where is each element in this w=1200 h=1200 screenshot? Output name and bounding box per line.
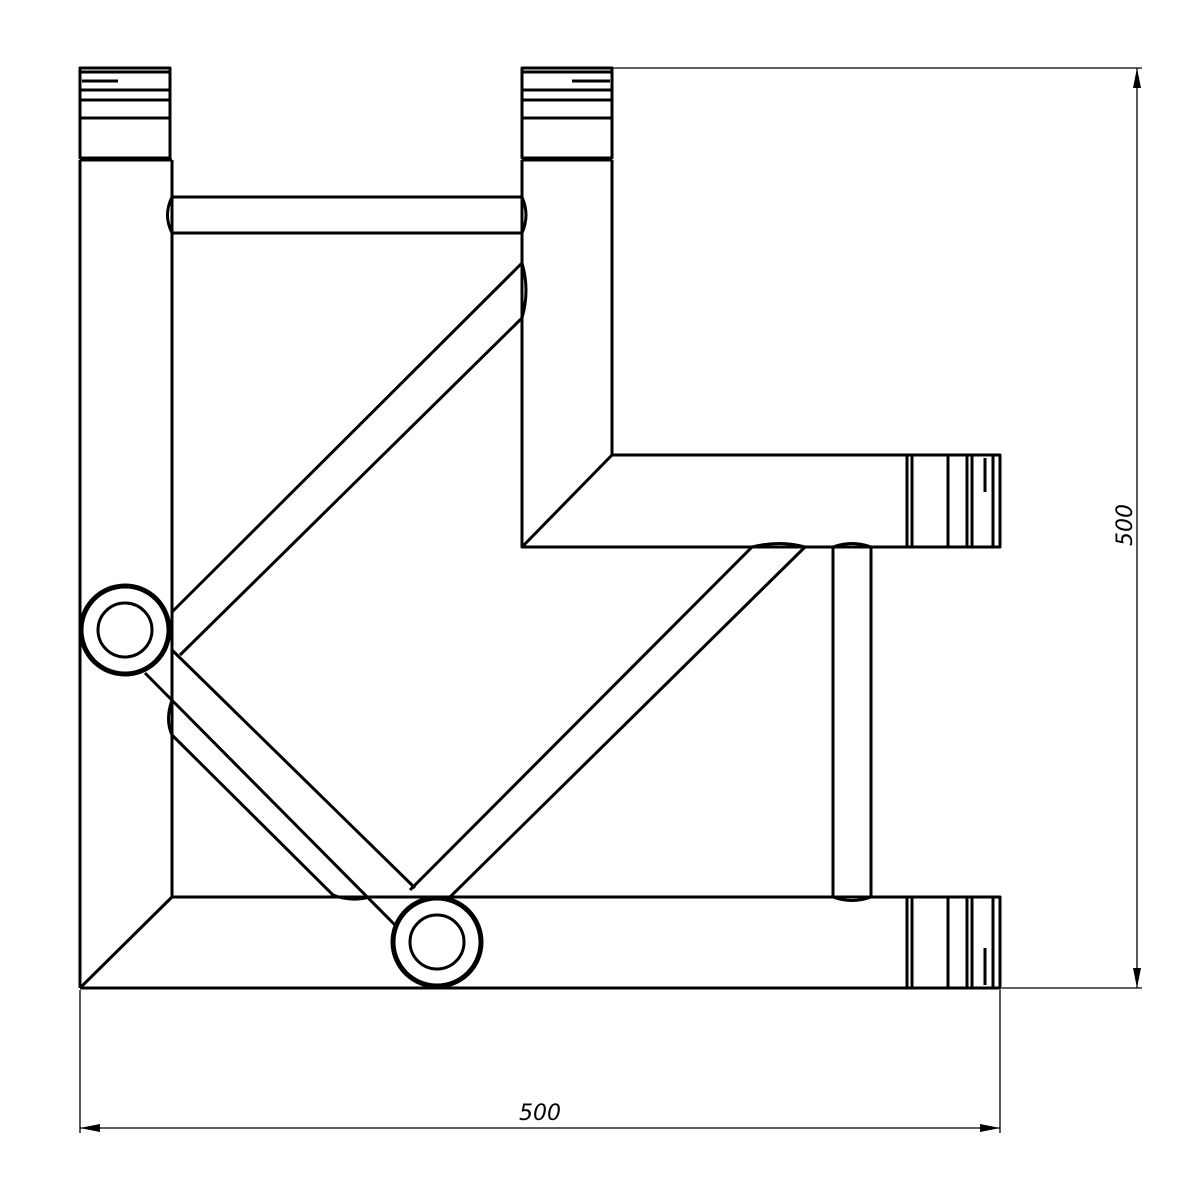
upper-right-chord-elbow [520, 158, 907, 549]
lower-right-diagonal-brace [408, 542, 807, 899]
right-lower-connector [905, 895, 1002, 990]
left-vertical-chord [78, 158, 174, 988]
width-dimension-label: 500 [519, 1101, 561, 1126]
vertical-dimension: 500 [612, 67, 1142, 989]
height-dimension-label: 500 [1113, 504, 1138, 546]
horizontal-dimension: 500 [79, 990, 1001, 1133]
vertical-brace [831, 542, 873, 902]
left-top-connector [78, 66, 172, 160]
right-top-connector [520, 66, 614, 160]
node-circle-left [78, 583, 172, 677]
right-upper-connector [905, 453, 1002, 549]
node-circle-bottom [390, 895, 484, 989]
top-horizontal-brace [166, 195, 528, 235]
bottom-chord [78, 895, 907, 990]
lower-left-diagonal-brace [143, 648, 417, 927]
upper-diagonal-brace [170, 261, 528, 657]
